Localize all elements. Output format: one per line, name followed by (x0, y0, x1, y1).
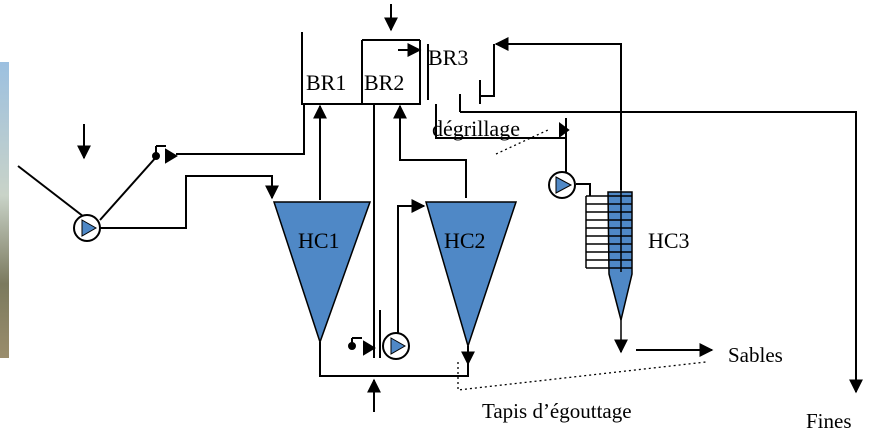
hydrocyclone-hc2 (425, 201, 518, 349)
pump-icon (548, 171, 576, 199)
feed-section (17, 124, 159, 221)
pump-icon (73, 214, 101, 242)
label-br3: BR3 (428, 45, 468, 70)
hydrocyclone-hc1 (272, 201, 372, 345)
label-degrillage: dégrillage (432, 116, 520, 141)
tank-br3 (427, 44, 481, 112)
label-br2: BR2 (364, 70, 404, 95)
label-fines: Fines (806, 409, 852, 430)
valve-icon (348, 337, 376, 356)
valve-icon (559, 118, 570, 138)
label-tapis: Tapis d’égouttage (482, 399, 632, 423)
label-hc3: HC3 (648, 228, 690, 253)
label-br1: BR1 (306, 70, 346, 95)
label-hc2: HC2 (444, 228, 486, 253)
valve-icon (152, 145, 178, 164)
pump-icon (382, 332, 410, 360)
photo-strip (0, 62, 9, 358)
tank-br1-br2 (301, 32, 421, 105)
hydrocyclone-hc3 (585, 188, 633, 344)
label-hc1: HC1 (298, 228, 340, 253)
label-sables: Sables (728, 343, 783, 367)
